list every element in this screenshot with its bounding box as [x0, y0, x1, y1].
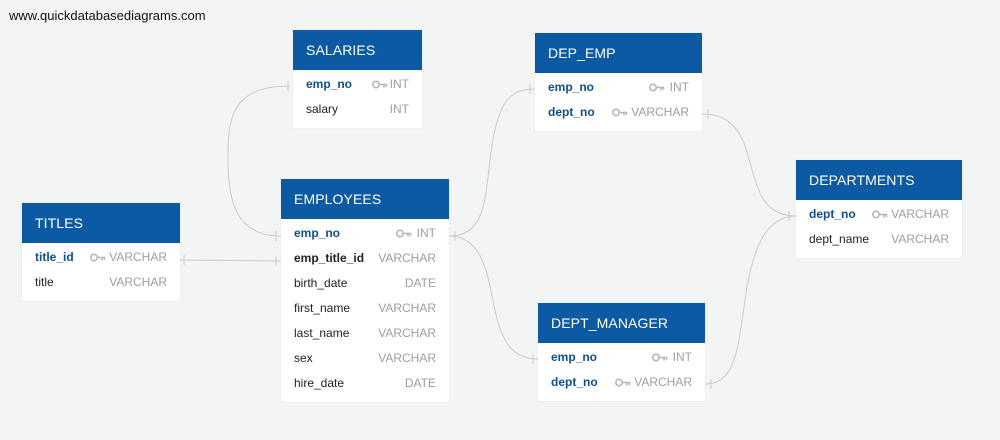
field-name: dept_no	[548, 105, 595, 119]
field-name: emp_no	[306, 77, 353, 91]
field-type: VARCHAR	[378, 351, 436, 365]
field-type: VARCHAR	[378, 301, 436, 315]
table-employees[interactable]: EMPLOYEES emp_no INT emp_title_id VARCHA…	[281, 179, 449, 402]
field-type: DATE	[404, 276, 436, 290]
field-row[interactable]: emp_no INT	[535, 75, 702, 100]
field-name: salary	[306, 102, 339, 116]
field-type: INT	[389, 102, 409, 116]
field-type: INT	[672, 350, 692, 364]
field-type: VARCHAR	[378, 251, 436, 265]
field-type: INT	[416, 226, 436, 240]
field-row[interactable]: dept_name VARCHAR	[796, 227, 962, 252]
field-name: birth_date	[294, 276, 348, 290]
table-title: TITLES	[22, 203, 180, 243]
field-name: last_name	[294, 326, 350, 340]
field-row[interactable]: emp_no INT	[293, 72, 422, 97]
rel-employees-deptmanager	[448, 235, 539, 360]
field-row[interactable]: sex VARCHAR	[281, 346, 449, 371]
field-row[interactable]: hire_date DATE	[281, 371, 449, 396]
field-row[interactable]: emp_title_id VARCHAR	[281, 246, 449, 271]
field-row[interactable]: dept_no VARCHAR	[535, 100, 702, 125]
field-name: dept_no	[809, 207, 856, 221]
field-row[interactable]: title_id VARCHAR	[22, 245, 180, 270]
field-row[interactable]: last_name VARCHAR	[281, 321, 449, 346]
table-dept-manager[interactable]: DEPT_MANAGER emp_no INT dept_no VARCHAR	[538, 303, 705, 401]
rel-employees-depemp	[448, 88, 536, 237]
key-icon	[395, 221, 412, 246]
field-name: emp_no	[294, 226, 341, 240]
field-name: first_name	[294, 301, 351, 315]
field-row[interactable]: dept_no VARCHAR	[538, 370, 705, 395]
key-icon	[371, 72, 388, 97]
key-icon	[89, 245, 106, 270]
table-dep-emp[interactable]: DEP_EMP emp_no INT dept_no VARCHAR	[535, 33, 702, 131]
field-type: VARCHAR	[631, 105, 689, 119]
key-icon	[651, 345, 668, 370]
field-type: DATE	[404, 376, 436, 390]
key-icon	[614, 370, 631, 395]
field-type: VARCHAR	[891, 232, 949, 246]
field-name: emp_title_id	[294, 251, 365, 265]
field-row[interactable]: emp_no INT	[538, 345, 705, 370]
table-title: EMPLOYEES	[281, 179, 449, 219]
rel-depemp-departments	[701, 113, 797, 217]
table-title: SALARIES	[293, 30, 422, 70]
table-title: DEPT_MANAGER	[538, 303, 705, 343]
field-row[interactable]: birth_date DATE	[281, 271, 449, 296]
field-type: INT	[389, 77, 409, 91]
table-titles[interactable]: TITLES title_id VARCHAR title VARCHAR	[22, 203, 180, 301]
field-name: sex	[294, 351, 313, 365]
field-row[interactable]: salary INT	[293, 97, 422, 122]
field-name: title_id	[35, 250, 74, 264]
rel-deptmanager-departments	[704, 215, 797, 385]
key-icon	[648, 75, 665, 100]
field-row[interactable]: title VARCHAR	[22, 270, 180, 295]
watermark-text: www.quickdatabasediagrams.com	[9, 8, 206, 23]
field-name: emp_no	[551, 350, 598, 364]
field-type: VARCHAR	[378, 326, 436, 340]
field-row[interactable]: dept_no VARCHAR	[796, 202, 962, 227]
rel-salaries-employees	[227, 85, 291, 237]
table-title: DEP_EMP	[535, 33, 702, 73]
field-type: VARCHAR	[109, 250, 167, 264]
field-type: VARCHAR	[109, 275, 167, 289]
table-title: DEPARTMENTS	[796, 160, 962, 200]
field-row[interactable]: emp_no INT	[281, 221, 449, 246]
field-name: title	[35, 275, 54, 289]
key-icon	[611, 100, 628, 125]
field-row[interactable]: first_name VARCHAR	[281, 296, 449, 321]
field-name: dept_no	[551, 375, 598, 389]
field-name: dept_name	[809, 232, 870, 246]
field-name: emp_no	[548, 80, 595, 94]
field-name: hire_date	[294, 376, 345, 390]
key-icon	[871, 202, 888, 227]
table-departments[interactable]: DEPARTMENTS dept_no VARCHAR dept_name VA…	[796, 160, 962, 258]
rel-titles-employees	[179, 259, 282, 262]
field-type: VARCHAR	[634, 375, 692, 389]
field-type: INT	[669, 80, 689, 94]
table-salaries[interactable]: SALARIES emp_no INT salary INT	[293, 30, 422, 128]
field-type: VARCHAR	[891, 207, 949, 221]
